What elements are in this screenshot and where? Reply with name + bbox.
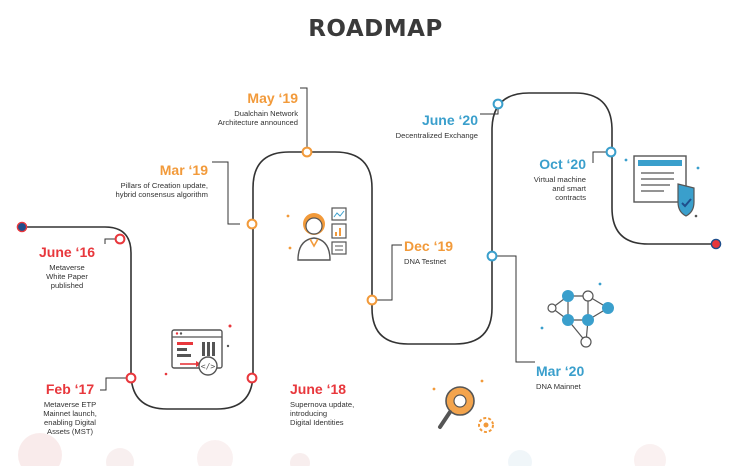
leader-dec19 xyxy=(372,244,402,301)
milestone-desc: DNA Mainnet xyxy=(536,381,581,391)
milestone-june18: June ‘18 Supernova update, introducing D… xyxy=(290,381,400,427)
milestone-date: Mar ‘20 xyxy=(536,363,585,379)
page-title: ROADMAP xyxy=(308,16,443,42)
gear-search-icon xyxy=(432,379,494,433)
milestone-mar19: Mar ‘19 Pillars of Creation update, hybr… xyxy=(86,162,208,199)
milestone-nodes xyxy=(16,98,722,384)
milestone-date: Feb ‘17 xyxy=(45,381,95,397)
milestone-mar20: Mar ‘20 DNA Mainnet xyxy=(536,363,616,391)
milestone-desc: Metaverse ETP Mainnet launch, enabling D… xyxy=(43,399,97,437)
leader-may19 xyxy=(300,87,308,152)
milestone-june20: June ‘20 Decentralized Exchange xyxy=(366,112,478,140)
node-june20 xyxy=(492,98,504,110)
svg-text:</>: </> xyxy=(201,362,216,371)
milestone-desc: Decentralized Exchange xyxy=(395,130,478,140)
milestone-date: June ‘18 xyxy=(290,381,347,397)
milestone-date: Oct ‘20 xyxy=(539,156,586,172)
milestone-date: Mar ‘19 xyxy=(159,162,208,178)
leader-mar19 xyxy=(212,161,240,225)
milestone-desc: Dualchain Network Architecture announced xyxy=(217,108,298,127)
end-dot xyxy=(710,238,722,250)
leader-feb17 xyxy=(100,377,131,391)
node-may19 xyxy=(301,146,313,158)
node-mar20 xyxy=(486,250,498,262)
leader-mar20 xyxy=(492,255,535,363)
milestone-desc: Pillars of Creation update, hybrid conse… xyxy=(115,180,208,199)
background-decoration xyxy=(18,433,666,466)
assistant-person-icon xyxy=(286,207,347,261)
node-dec19 xyxy=(366,294,378,306)
node-june18 xyxy=(246,372,258,384)
code-window-icon: </> xyxy=(164,324,232,376)
milestone-date: June ‘16 xyxy=(38,244,96,260)
milestone-june16: June ‘16 Metaverse White Paper published xyxy=(22,244,112,290)
secure-document-icon xyxy=(624,155,700,218)
timeline-line xyxy=(22,92,716,410)
milestone-date: June ‘20 xyxy=(421,112,478,128)
milestone-date: May ‘19 xyxy=(247,90,298,106)
node-mar19 xyxy=(246,218,258,230)
milestone-dec19: Dec ‘19 DNA Testnet xyxy=(404,238,484,266)
milestone-desc: Metaverse White Paper published xyxy=(46,262,88,291)
milestone-date: Dec ‘19 xyxy=(404,238,454,254)
node-june16 xyxy=(114,233,126,245)
leader-oct20 xyxy=(592,151,611,163)
milestone-may19: May ‘19 Dualchain Network Architecture a… xyxy=(196,90,298,127)
milestone-feb17: Feb ‘17 Metaverse ETP Mainnet launch, en… xyxy=(20,381,120,436)
network-nodes-icon xyxy=(540,282,614,348)
milestone-desc: Virtual machine and smart contracts xyxy=(533,174,586,203)
start-dot xyxy=(16,221,28,233)
milestone-oct20: Oct ‘20 Virtual machine and smart contra… xyxy=(520,156,586,202)
node-oct20 xyxy=(605,146,617,158)
milestone-desc: DNA Testnet xyxy=(404,256,447,266)
milestone-desc: Supernova update, introducing Digital Id… xyxy=(290,399,355,428)
node-feb17 xyxy=(125,372,137,384)
